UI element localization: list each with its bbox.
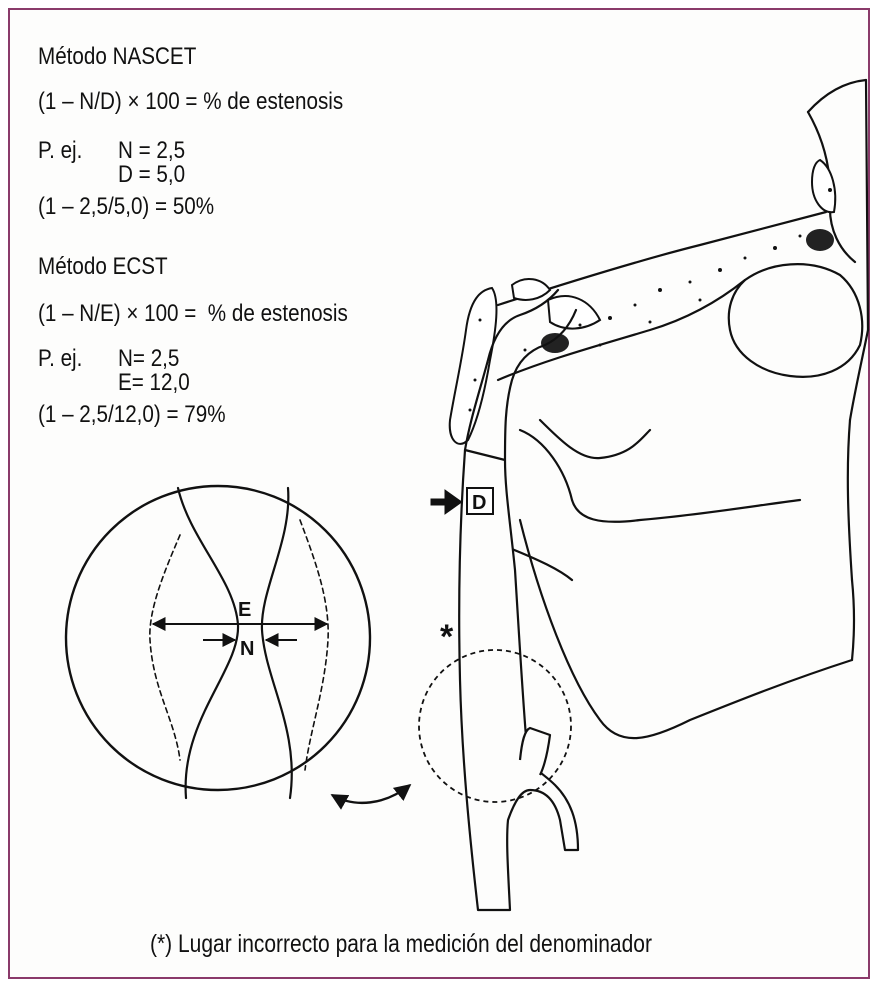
carotid-artery [459, 450, 578, 910]
n-label: N [240, 638, 254, 660]
link-double-arrow-icon [332, 785, 410, 803]
figure-caption: (*) Lugar incorrecto para la medición de… [150, 930, 652, 959]
d-label: D [472, 492, 486, 514]
magnified-view-circle [66, 486, 370, 790]
canal-blob [541, 333, 569, 353]
d-pointer-icon [432, 492, 460, 512]
e-label: E [238, 599, 251, 621]
asterisk-mark: * [440, 618, 454, 656]
sinus-blob [806, 229, 834, 251]
